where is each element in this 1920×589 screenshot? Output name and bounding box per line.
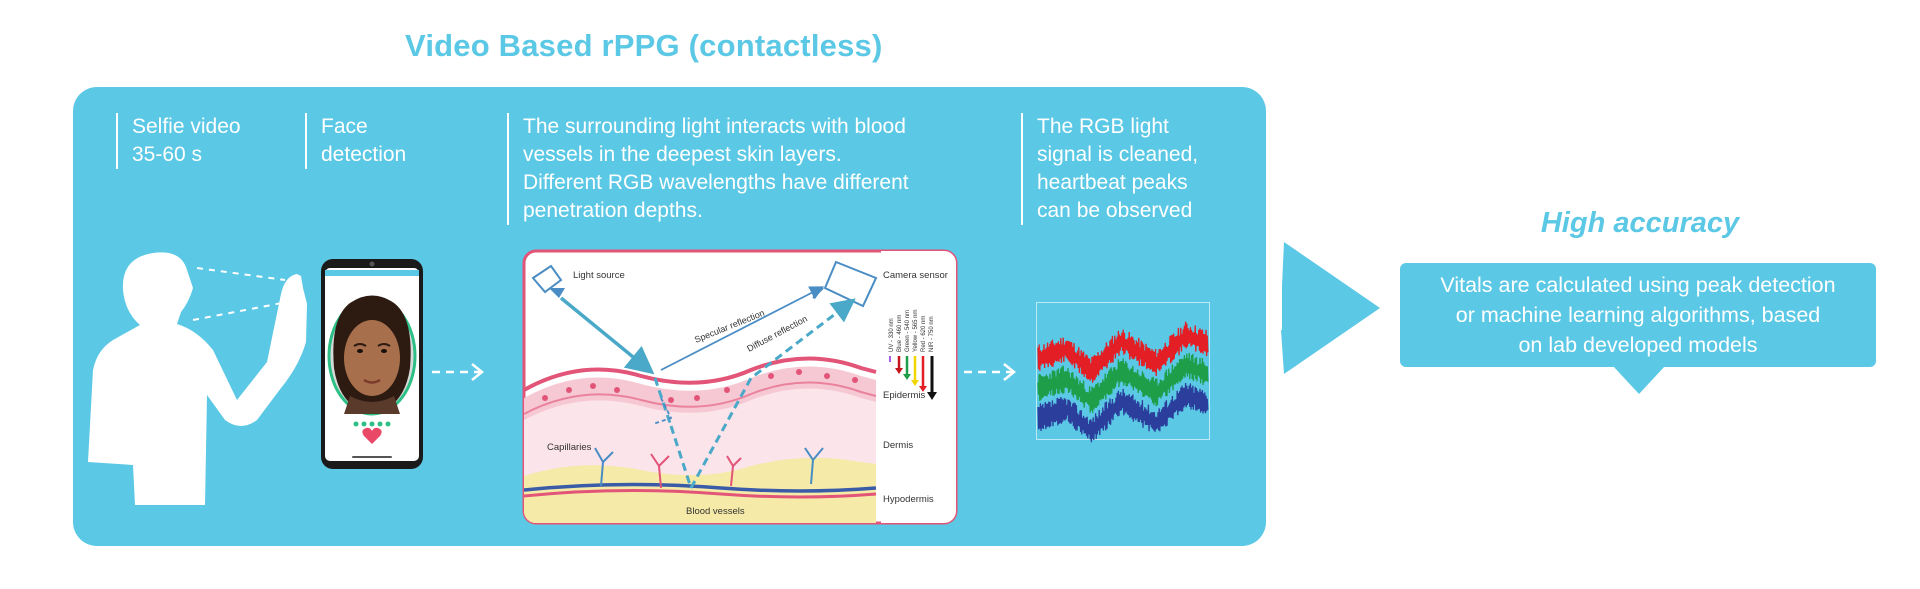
red-signal-line [1037,321,1209,383]
step-signal-cleaning: The RGB light signal is cleaned, heartbe… [1021,113,1198,225]
label-hypodermis: Hypodermis [883,494,934,505]
step-line: signal is cleaned, [1037,143,1199,166]
step-line: vessels in the deepest skin layers. [523,143,842,166]
step-light-interaction: The surrounding light interacts with blo… [507,113,909,225]
label-dermis: Dermis [883,440,913,451]
step-line: The RGB light [1037,115,1169,138]
step-line: heartbeat peaks [1037,171,1188,194]
step-line: The surrounding light interacts with blo… [523,115,906,138]
step-line: can be observed [1037,199,1193,222]
step-line: detection [321,143,407,166]
skin-light-illustration: Light source Camera sensor Specular refl… [522,249,958,525]
step-line: 35-60 s [132,143,203,166]
accuracy-line: on lab developed models [1518,333,1758,357]
label-blood-vessels: Blood vessels [686,506,745,517]
step-line: Different RGB wavelengths have different [523,171,909,194]
person-selfie-silhouette [88,252,307,505]
dashed-arrow-icon [432,363,485,381]
label-capillaries: Capillaries [547,442,592,453]
blue-signal-line [1037,382,1209,443]
wavelength-label: Red - 620 nm [921,316,927,352]
wavelength-label: Green - 540 nm [905,310,911,352]
label-epidermis: Epidermis [883,390,925,401]
wavelength-legend: UV - 330 nm Blue - 460 nm Green - 540 nm… [889,310,937,400]
light-source-icon [531,264,565,298]
step-line: penetration depths. [523,199,703,222]
label-camera-sensor: Camera sensor [883,270,948,281]
rgb-signal-plot [1036,302,1210,443]
step-line: Face [321,115,368,138]
high-accuracy-title: High accuracy [1540,207,1740,239]
high-accuracy-box: Vitals are calculated using peak detecti… [1400,263,1876,367]
wavelength-label: NIR - 750 nm [929,316,935,352]
accuracy-line: or machine learning algorithms, based [1455,303,1821,327]
big-arrow-icon [1281,242,1380,374]
step-line: Selfie video [132,115,241,138]
page-title: Video Based rPPG (contactless) [405,28,883,63]
label-light-source: Light source [573,270,625,281]
wavelength-label: UV - 330 nm [889,318,895,352]
phone-face-detection [321,259,423,469]
step-face-detection: Face detection [305,113,406,169]
wavelength-label: Yellow - 565 nm [913,310,919,352]
dashed-arrow-icon [964,363,1017,381]
accuracy-line: Vitals are calculated using peak detecti… [1440,273,1836,297]
heart-icon [362,427,382,444]
step-selfie-video: Selfie video 35-60 s [116,113,241,169]
green-signal-line [1037,352,1209,413]
wavelength-label: Blue - 460 nm [897,315,903,352]
down-arrow-icon [1613,366,1665,394]
